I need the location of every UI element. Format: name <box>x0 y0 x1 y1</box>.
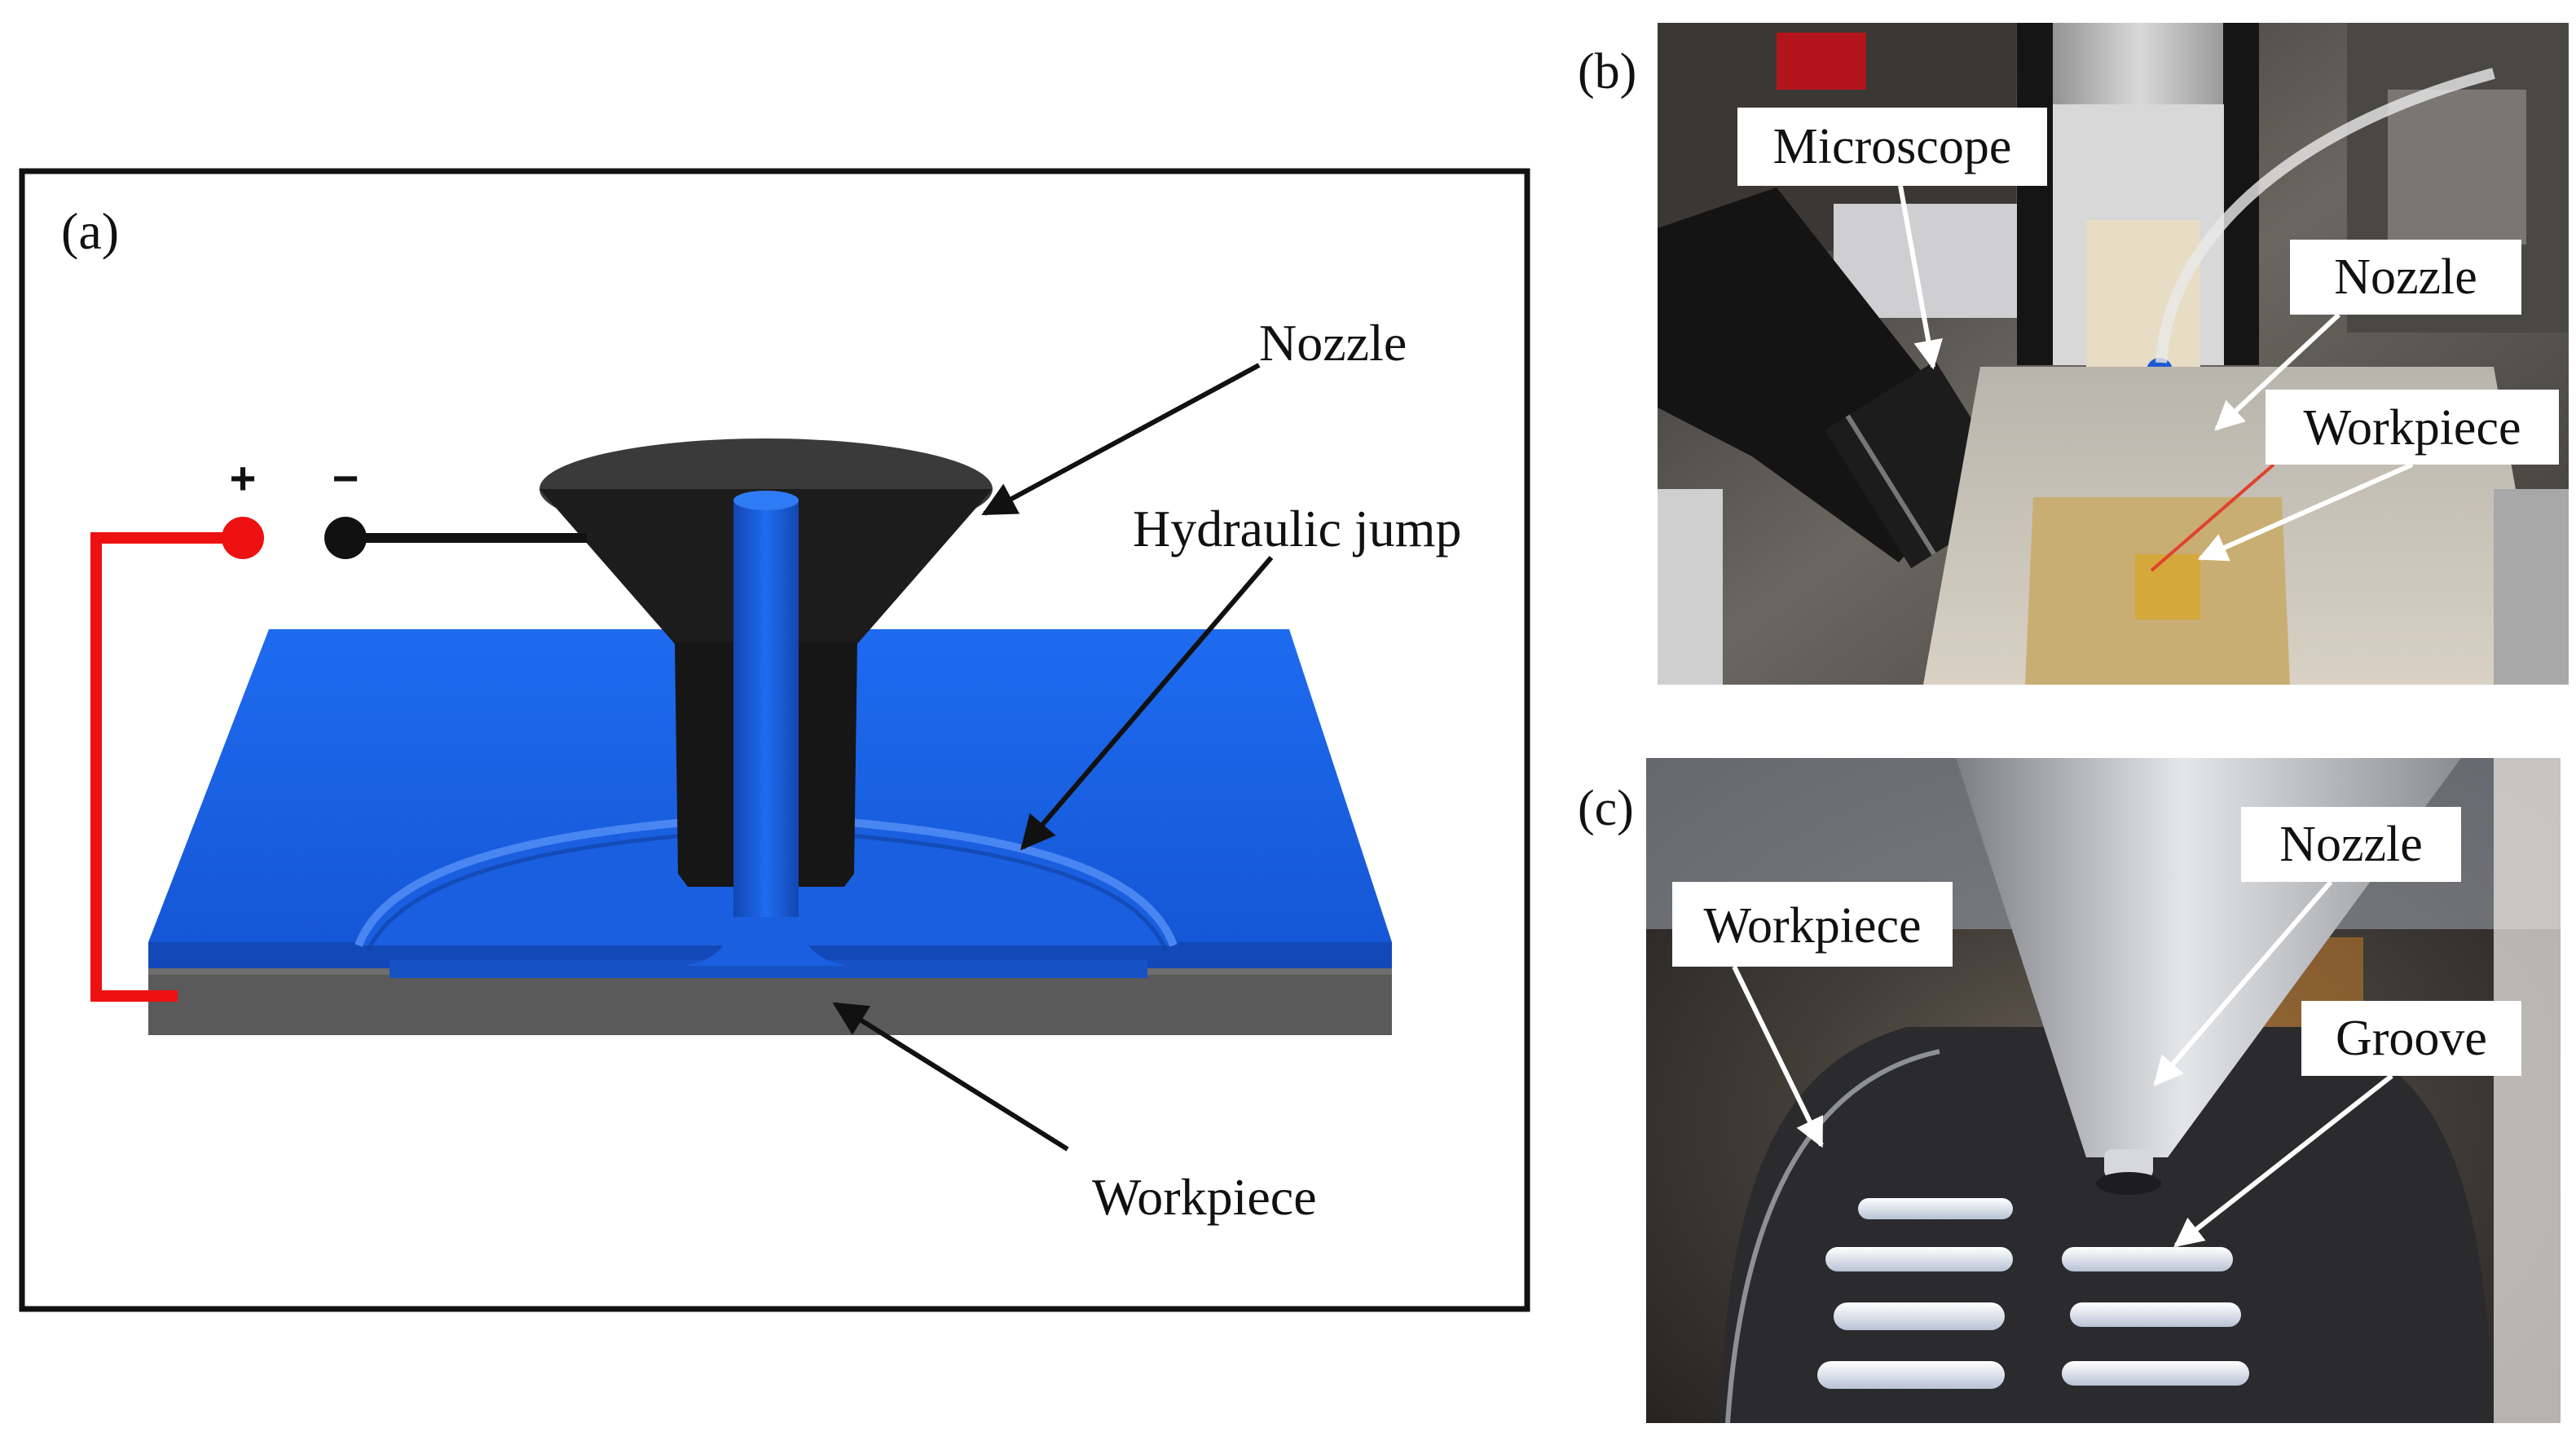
svg-text:Nozzle: Nozzle <box>2279 817 2423 872</box>
workpiece-arrow-b <box>2197 462 2414 562</box>
hydraulic-jump-arrow <box>1020 556 1274 851</box>
panel-a-hydraulic-jump-label: Hydraulic jump <box>1133 500 1461 557</box>
nozzle-arrow-b <box>2214 312 2341 431</box>
panel-b: (b) <box>1578 23 2569 685</box>
workpiece-arrow <box>832 1002 1069 1152</box>
negative-terminal-label: − <box>332 452 359 504</box>
label-box-groove: Groove <box>2301 1001 2521 1076</box>
workpiece-arrow-c <box>1732 965 1824 1148</box>
panel-a-workpiece-label: Workpiece <box>1092 1168 1317 1226</box>
panel-a: (a) <box>19 168 1530 1312</box>
positive-terminal-label: + <box>230 452 257 504</box>
label-box-workpiece-b: Workpiece <box>2266 390 2559 465</box>
negative-wire <box>324 517 587 559</box>
svg-text:Workpiece: Workpiece <box>2304 400 2521 456</box>
positive-wire <box>90 517 264 1002</box>
label-box-nozzle-b: Nozzle <box>2290 240 2521 315</box>
svg-text:Microscope: Microscope <box>1773 119 2012 174</box>
label-box-workpiece-c: Workpiece <box>1672 882 1953 967</box>
panel-b-label: (b) <box>1578 44 1636 99</box>
svg-text:Nozzle: Nozzle <box>2334 249 2477 305</box>
panel-a-label: (a) <box>61 202 119 260</box>
panel-c-label: (c) <box>1578 781 1634 836</box>
nozzle-arrow <box>981 363 1261 516</box>
svg-text:Groove: Groove <box>2336 1011 2487 1066</box>
label-box-nozzle-c: Nozzle <box>2241 807 2461 882</box>
groove-arrow <box>2173 1073 2393 1248</box>
panel-a-nozzle-label: Nozzle <box>1259 314 1407 372</box>
nozzle-arrow-c <box>2153 880 2333 1086</box>
electrolyte-jet <box>685 491 848 966</box>
panel-c: (c) Nozzle <box>1578 758 2561 1424</box>
svg-text:Workpiece: Workpiece <box>1704 898 1922 954</box>
label-box-microscope: Microscope <box>1737 108 2047 186</box>
microscope-arrow <box>1898 185 1943 370</box>
